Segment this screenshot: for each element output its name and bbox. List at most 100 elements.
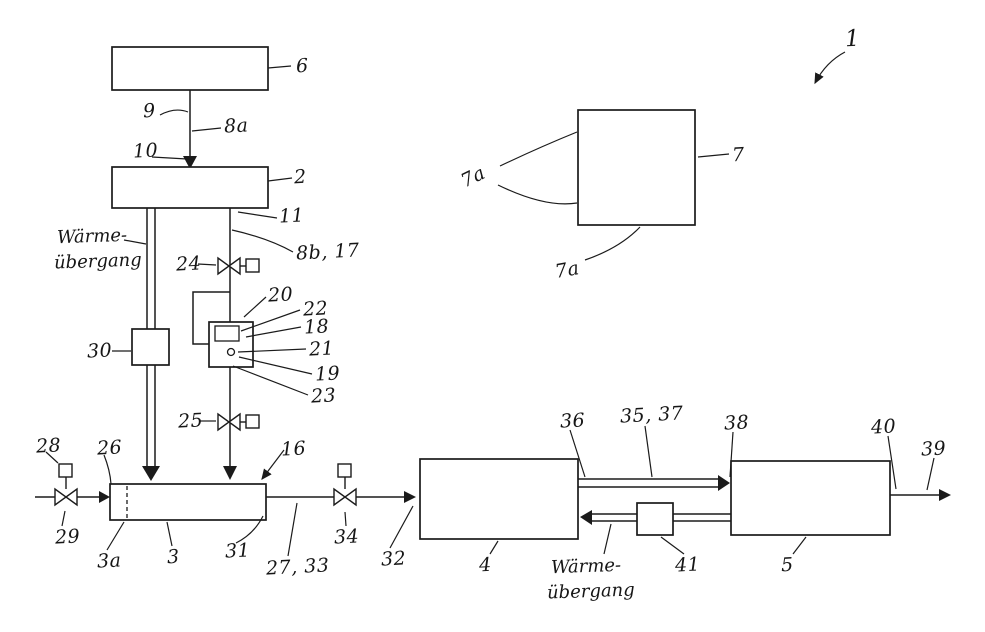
- ref-label-8a: 8a: [223, 114, 249, 138]
- valve-28-actuator: [58, 463, 73, 478]
- ref-label-31: 31: [224, 539, 251, 563]
- heat-transfer-left-line2: übergang: [53, 249, 143, 274]
- ref-label-34: 34: [333, 525, 360, 549]
- component-22-inner-box: [214, 325, 240, 342]
- ref-label-11: 11: [278, 204, 305, 228]
- ref-label-1: 1: [844, 25, 861, 53]
- ref-label-39: 39: [920, 437, 947, 461]
- arrow-return-into-4: [580, 510, 592, 525]
- valve-29: [54, 463, 78, 507]
- leader-28: [45, 451, 59, 464]
- ref-label-6: 6: [295, 54, 310, 78]
- component-boxes: [109, 46, 891, 540]
- leader-41: [660, 536, 685, 555]
- ref-label-3: 3: [166, 545, 181, 569]
- leader-22: [240, 309, 301, 332]
- ref-label-36: 36: [559, 409, 586, 433]
- ref-label-30: 30: [86, 339, 113, 363]
- leader-heat-bottom: [603, 523, 612, 555]
- leader-8a: [191, 127, 222, 132]
- ref-label-19: 19: [314, 362, 341, 386]
- ref-label-20: 20: [267, 283, 294, 307]
- component-2-box: [111, 166, 269, 209]
- ref-label-7: 7: [731, 143, 746, 167]
- leader-20: [243, 296, 267, 318]
- component-5-box: [730, 460, 891, 536]
- valve-29-left-triangle: [54, 487, 68, 507]
- ref-label-23: 23: [310, 384, 337, 408]
- leader-39: [926, 457, 935, 491]
- leader-3: [166, 521, 173, 547]
- ref-label-5: 5: [780, 553, 795, 577]
- valve-25: [217, 412, 260, 432]
- ref-label-21: 21: [308, 337, 335, 361]
- arrow-into-5: [718, 475, 730, 491]
- valve-34-left-triangle: [333, 487, 347, 507]
- component-3-box: [109, 483, 267, 521]
- leader-31: [235, 515, 264, 544]
- valve-29-right-triangle: [64, 487, 78, 507]
- leader-35-37: [644, 425, 653, 478]
- valve-34-right-triangle: [343, 487, 357, 507]
- ref-label-27-33: 27, 33: [265, 554, 330, 580]
- leader-27-33: [287, 502, 298, 557]
- ref-label-8b-17: 8b, 17: [295, 239, 361, 265]
- leader-36: [569, 429, 586, 478]
- leader-24: [197, 263, 217, 266]
- leader-29: [61, 510, 66, 527]
- valve-34: [333, 463, 357, 507]
- leader-32: [389, 505, 414, 549]
- sensor-21-dot: [226, 347, 236, 357]
- leader-7a-bottom: [584, 226, 641, 261]
- leader-lines: [45, 51, 935, 557]
- leader-18: [245, 326, 302, 338]
- heat-transfer-bottom-line2: übergang: [546, 579, 636, 604]
- leader-10: [151, 156, 188, 160]
- leader-11: [237, 211, 278, 219]
- leader-7a-upper: [499, 131, 578, 167]
- valve-25-left-triangle: [217, 412, 231, 432]
- leader-5: [792, 536, 807, 555]
- component-7-box: [577, 109, 696, 226]
- valve-24-left-triangle: [217, 256, 231, 276]
- leader-8b17: [231, 229, 294, 253]
- component-30-box: [131, 328, 170, 366]
- leader-34: [344, 511, 347, 527]
- ref-label-18: 18: [303, 315, 330, 339]
- ref-label-25: 25: [177, 409, 204, 433]
- leader-19: [238, 356, 313, 375]
- ref-label-4: 4: [478, 553, 493, 577]
- ref-label-40: 40: [870, 415, 897, 439]
- leader-40: [887, 435, 897, 490]
- leader-6: [267, 65, 292, 69]
- leader-16-arrow: [261, 449, 285, 480]
- heat-transfer-left-line1: Wärme-: [56, 224, 128, 249]
- ref-label-7a-bottom: 7a: [553, 257, 582, 283]
- line-bypass-20: [192, 291, 230, 345]
- arrow-outlet-right: [939, 489, 951, 501]
- ref-label-16: 16: [280, 437, 307, 461]
- ref-label-2: 2: [293, 165, 308, 189]
- valve-34-actuator: [337, 463, 352, 478]
- valve-24-actuator: [245, 258, 260, 273]
- ref-label-24: 24: [175, 252, 202, 276]
- leader-21: [237, 348, 307, 353]
- arrowheads: [99, 156, 951, 525]
- ref-label-28: 28: [35, 434, 62, 458]
- arrow-heat-duct-down: [142, 466, 160, 481]
- ref-label-3a: 3a: [96, 549, 122, 573]
- component-6-box: [111, 46, 269, 91]
- leader-26: [103, 454, 112, 485]
- heat-transfer-bottom-line1: Wärme-: [550, 554, 622, 579]
- pipe-lines: [35, 90, 941, 522]
- leader-7a-lower: [497, 184, 578, 205]
- ref-label-29: 29: [54, 525, 81, 549]
- valves: [54, 256, 357, 507]
- leader-9: [159, 109, 189, 116]
- leader-23: [232, 365, 309, 396]
- figure-1-arrow: [814, 51, 846, 85]
- ref-label-26: 26: [96, 436, 123, 460]
- leader-38: [729, 431, 734, 478]
